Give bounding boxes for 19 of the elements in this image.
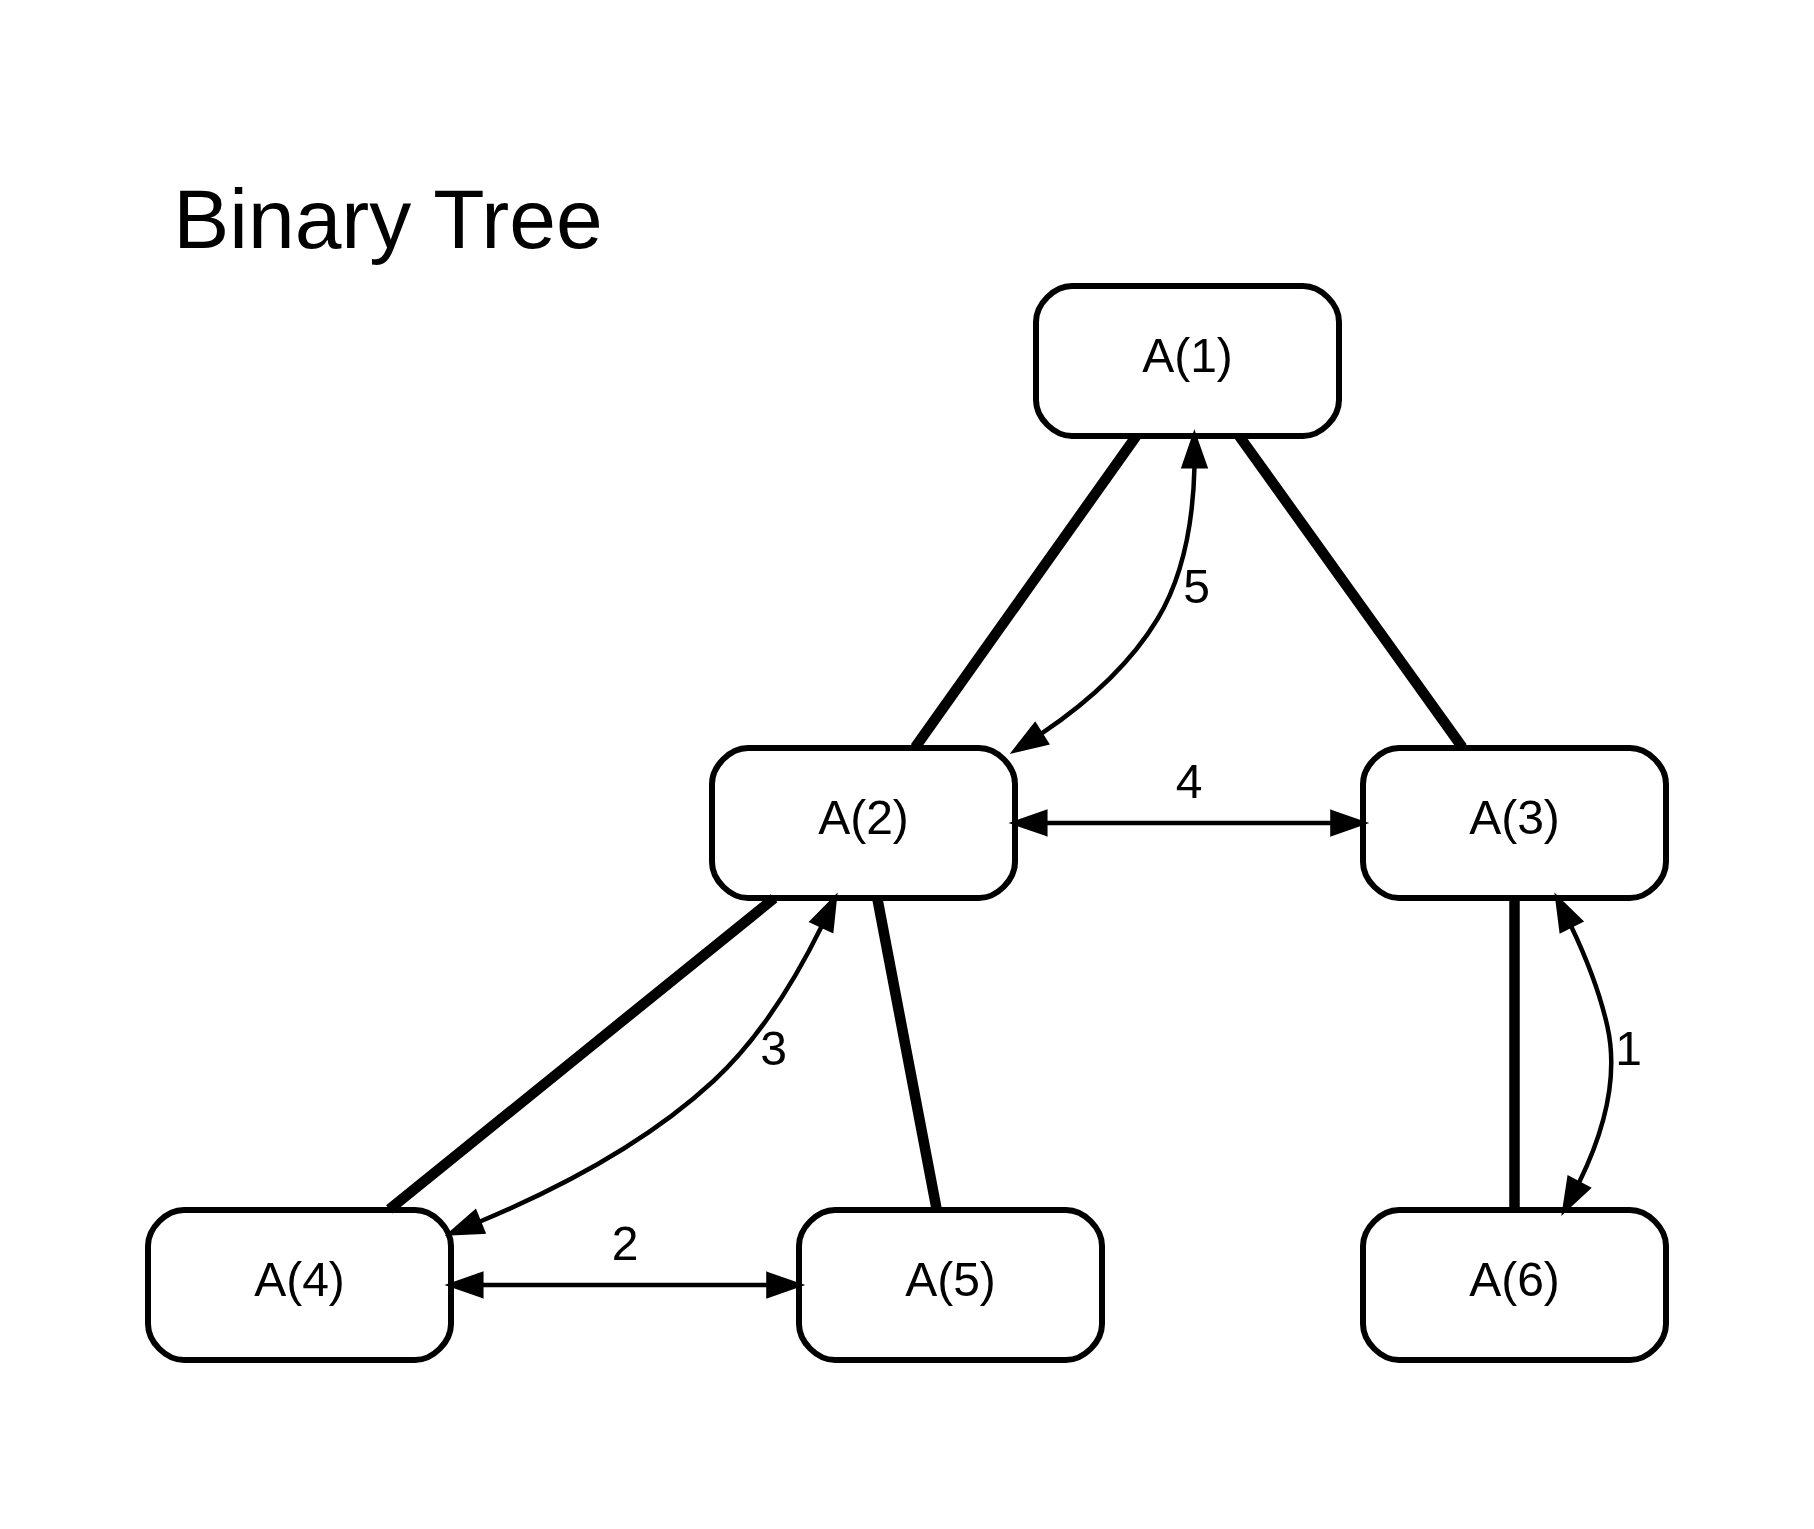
connector [1509,898,1520,1210]
node-box: A(4) [145,1207,454,1363]
node-box: A(5) [796,1207,1105,1363]
node-box: A(3) [1360,745,1669,901]
edge-label: 5 [1183,560,1210,614]
connector [386,894,778,1214]
node-box: A(2) [709,745,1018,901]
arrow [1009,429,1209,754]
arrow [1554,892,1614,1216]
arrow [444,892,838,1236]
node-box: A(6) [1360,1207,1669,1363]
arrow [444,1271,806,1299]
arrow [1008,809,1370,837]
edge-label: 3 [760,1022,787,1076]
edge-label: 1 [1615,1022,1642,1076]
edge-label: 2 [611,1217,639,1271]
edge-label: 4 [1175,755,1203,809]
diagram-title: Binary Tree [173,172,603,267]
node-box: A(1) [1033,283,1342,439]
